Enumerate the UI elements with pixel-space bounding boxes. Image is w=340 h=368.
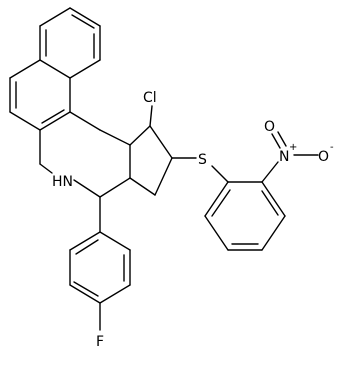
chlorine-label: Cl	[143, 90, 157, 106]
oxygen-right-charge: -	[330, 142, 334, 153]
naphthalene-ring-upper	[39, 7, 101, 79]
naphthalene-ring-lower	[9, 59, 71, 131]
nitrogen-label: N	[279, 149, 289, 165]
oxygen-top-label: O	[264, 119, 275, 135]
sulfur-label: S	[198, 152, 207, 168]
fluorophenyl-ring	[69, 231, 131, 304]
pyridine-ring	[39, 111, 131, 198]
oxygen-right-label: O	[318, 149, 329, 165]
fluorine-label: F	[96, 334, 104, 350]
nitrogen-charge: +	[289, 142, 297, 153]
amine-label: HN	[52, 174, 73, 190]
s-aryl-bond	[211, 165, 229, 183]
nitrophenyl-ring	[204, 181, 286, 251]
nitro-group	[261, 131, 319, 183]
cyclopentane-ring	[129, 125, 173, 196]
c-cl-bond	[149, 105, 153, 127]
